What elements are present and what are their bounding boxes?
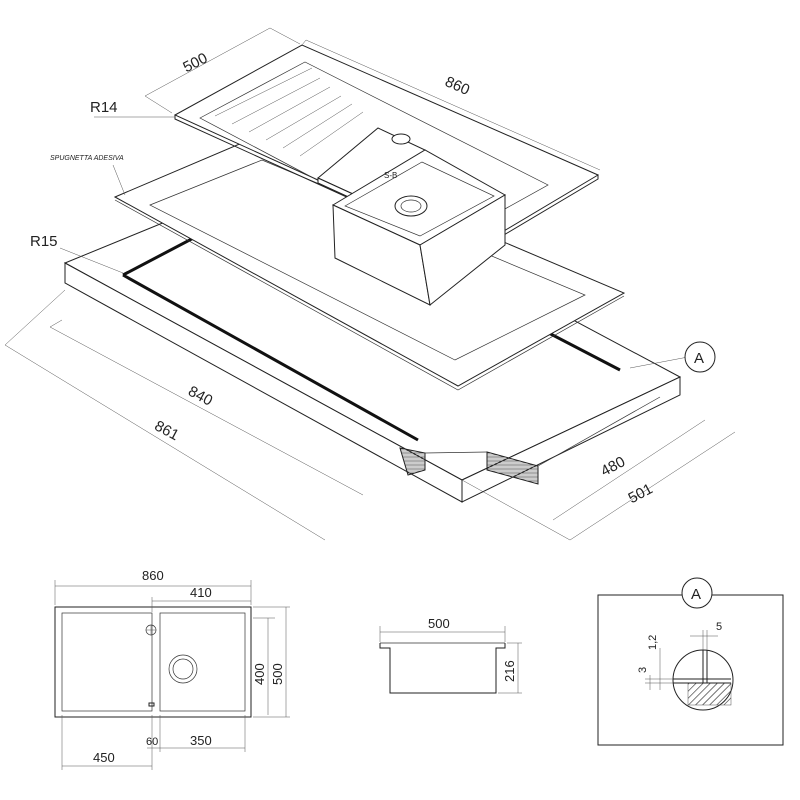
label-adhesive-sponge: SPUGNETTA ADESIVA <box>50 155 124 162</box>
plan-dim-400: 400 <box>252 663 267 685</box>
section-dim-216: 216 <box>502 660 517 682</box>
dim-861: 861 <box>152 417 182 444</box>
plan-dim-860: 860 <box>142 568 164 583</box>
plan-dim-350: 350 <box>190 733 212 748</box>
brand-mark: S‑B <box>384 171 397 180</box>
detail-a-view: A 5 1,2 3 <box>597 577 784 746</box>
dim-500: 500 <box>180 50 210 77</box>
detail-marker-a: A <box>694 350 704 367</box>
label-r15: R15 <box>30 233 58 250</box>
plan-dim-410: 410 <box>190 585 212 600</box>
plan-dim-500: 500 <box>270 663 285 685</box>
plan-dim-60: 60 <box>146 736 158 748</box>
detail-dim-5: 5 <box>716 621 722 633</box>
detail-dim-3: 3 <box>637 667 649 673</box>
detail-title: A <box>691 586 701 603</box>
iso-dimension-lines <box>4 27 736 541</box>
dim-860: 860 <box>442 73 472 99</box>
isometric-view: S‑B 500 860 R14 SPUGNETTA ADESIVA <box>4 27 736 541</box>
plan-dim-450: 450 <box>93 750 115 765</box>
section-view: 500 216 <box>379 616 522 694</box>
dim-501: 501 <box>626 480 656 507</box>
dim-480: 480 <box>598 453 628 480</box>
dim-840: 840 <box>185 383 215 410</box>
label-r14: R14 <box>90 99 118 116</box>
plan-view: 860 410 400 500 450 60 350 <box>54 568 290 770</box>
sink-top: S‑B <box>173 44 600 306</box>
detail-dim-1-2: 1,2 <box>647 635 659 650</box>
section-dim-500: 500 <box>428 616 450 631</box>
